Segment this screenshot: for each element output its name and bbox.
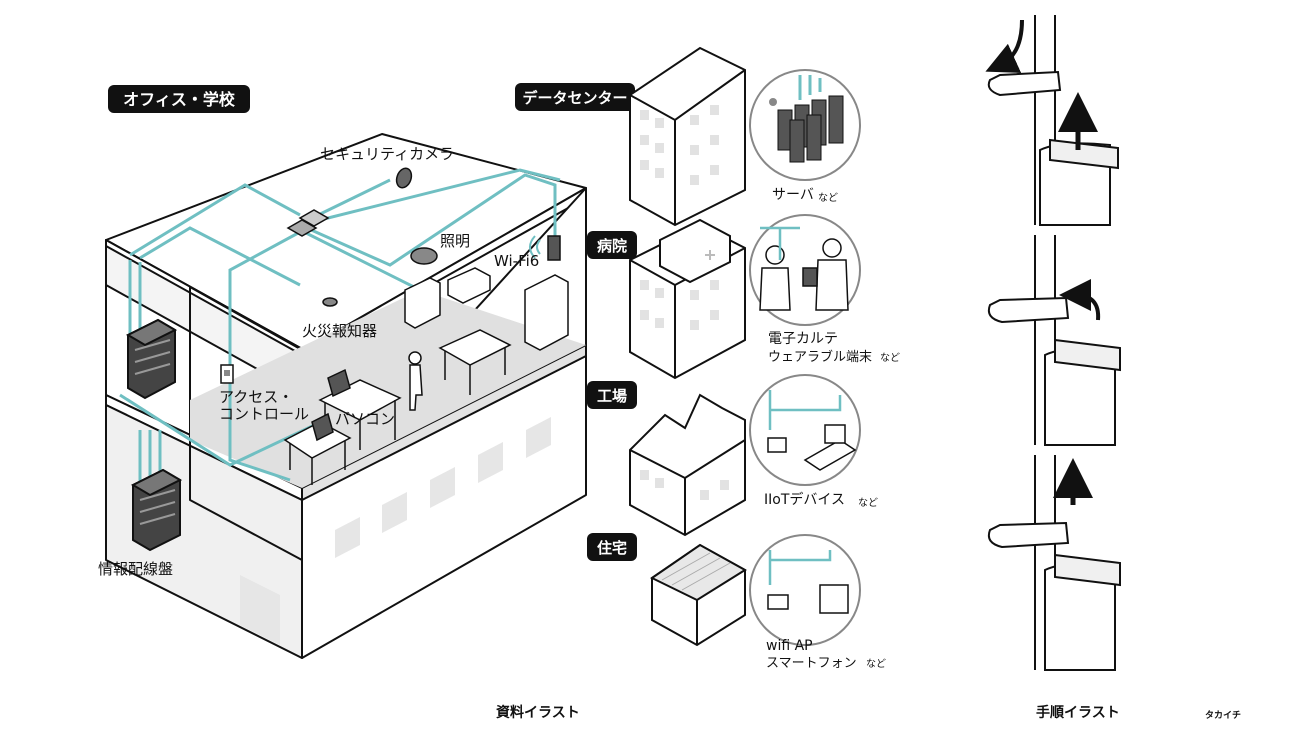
facility-factory: 工場 IIoTデバイス など xyxy=(587,374,878,537)
svg-text:など: など xyxy=(880,352,900,364)
lower-windows xyxy=(240,417,551,645)
patch-panel-label: 情報配線盤 xyxy=(98,560,173,578)
laptop-icon xyxy=(311,368,351,442)
svg-text:オフィス・学校: オフィス・学校 xyxy=(123,90,236,109)
access-control-label-1: アクセス・ xyxy=(219,388,293,406)
ceiling-light-icon xyxy=(410,247,438,265)
arrow-curve-icon xyxy=(1059,279,1101,321)
svg-text:住宅: 住宅 xyxy=(597,539,627,557)
svg-text:病院: 病院 xyxy=(597,237,627,255)
procedure-step-3 xyxy=(987,455,1121,671)
lighting-label: 照明 xyxy=(440,232,470,250)
facility-house: 住宅 wifi AP スマートフォン など xyxy=(587,533,886,671)
svg-text:電子カルテ: 電子カルテ xyxy=(768,331,838,347)
camera-icon xyxy=(395,167,413,189)
wifi-label: Wi-Fi6 xyxy=(494,252,539,270)
svg-text:など: など xyxy=(858,497,878,509)
svg-text:サーバ: サーバ xyxy=(772,187,814,203)
office-badge: オフィス・学校 xyxy=(108,85,250,113)
access-control-label-2: コントロール xyxy=(219,405,309,423)
person-icon xyxy=(408,351,423,411)
router-icon xyxy=(286,209,330,237)
procedure-step-1 xyxy=(985,15,1119,226)
svg-text:工場: 工場 xyxy=(597,387,627,405)
fire-alarm-label: 火災報知器 xyxy=(302,322,377,340)
svg-text:wifi AP: wifi AP xyxy=(766,638,813,654)
svg-text:データセンター: データセンター xyxy=(522,89,627,107)
access-control-icon xyxy=(220,364,234,384)
svg-text:スマートフォン: スマートフォン xyxy=(766,656,857,671)
server-rack-icon xyxy=(130,468,183,552)
svg-text:など: など xyxy=(818,192,838,204)
arrow-down-icon xyxy=(985,19,1024,73)
caption-left: 資料イラスト xyxy=(496,705,580,721)
smoke-detector-icon xyxy=(322,297,338,307)
facility-datacenter: データセンター サーバ など xyxy=(515,46,861,227)
svg-text:ウェアラブル端末: ウェアラブル端末 xyxy=(768,349,872,365)
server-rack-icon xyxy=(125,318,178,400)
pc-label: パソコン xyxy=(335,410,395,428)
facility-hospital: 病院 電子カルテ ウェアラブル端末 など xyxy=(587,214,900,380)
network-cables xyxy=(119,168,561,490)
svg-text:IIoTデバイス: IIoTデバイス xyxy=(764,491,845,508)
author-signature: タカイチ xyxy=(1205,711,1242,721)
security-camera-label: セキュリティカメラ xyxy=(320,145,454,163)
svg-text:など: など xyxy=(866,658,886,670)
caption-right: 手順イラスト xyxy=(1036,705,1120,721)
procedure-step-2 xyxy=(987,235,1121,446)
wifi-icon xyxy=(529,235,561,261)
